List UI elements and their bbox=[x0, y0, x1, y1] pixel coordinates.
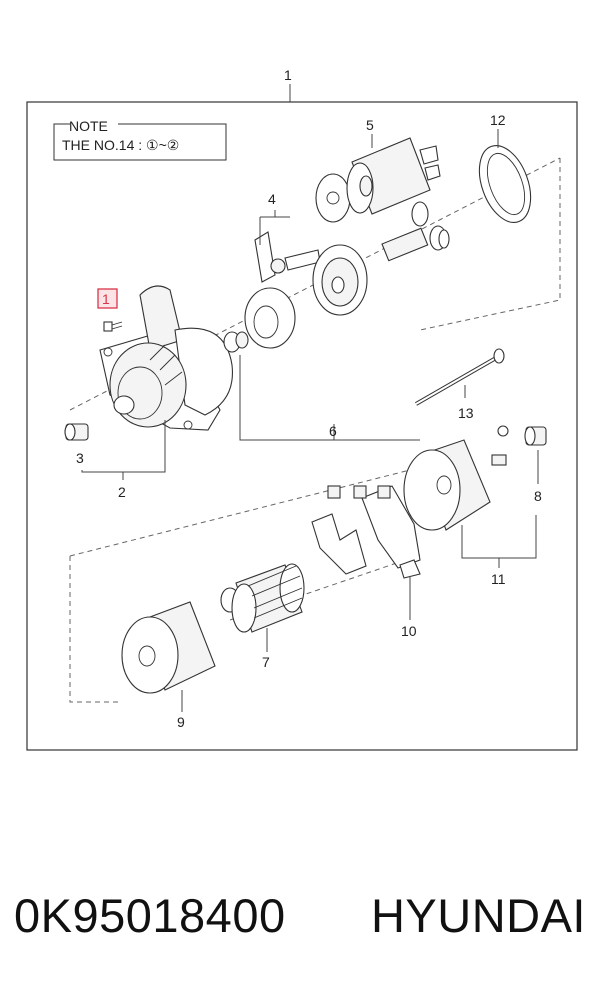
armature-part bbox=[220, 563, 305, 633]
callout-9: 9 bbox=[177, 714, 185, 730]
highlight-marker-box bbox=[97, 288, 118, 309]
caption-bar: 0K95018400 HYUNDAI bbox=[0, 870, 600, 960]
note-box: NOTE THE NO.14 : ①~② bbox=[53, 118, 227, 161]
note-text: THE NO.14 : ①~② bbox=[62, 137, 179, 153]
solenoid-part bbox=[315, 137, 441, 223]
rear-cover-part bbox=[403, 425, 509, 531]
assembly-frame bbox=[26, 101, 578, 751]
axis-guide-lower bbox=[69, 469, 411, 703]
axis-guide-return bbox=[419, 158, 561, 331]
callout-8: 8 bbox=[534, 488, 542, 504]
cap-part bbox=[524, 426, 547, 446]
callout-12: 12 bbox=[490, 112, 506, 128]
callout-1: 1 bbox=[284, 67, 292, 83]
shift-lever-part bbox=[254, 231, 321, 283]
note-heading: NOTE bbox=[69, 118, 108, 134]
gear-set-part bbox=[223, 201, 450, 353]
ring-part bbox=[478, 145, 532, 223]
callout-10: 10 bbox=[401, 623, 417, 639]
drive-housing-part bbox=[99, 285, 234, 431]
callout-13: 13 bbox=[458, 405, 474, 421]
callout-4: 4 bbox=[268, 191, 276, 207]
brand-name: HYUNDAI bbox=[370, 888, 586, 942]
callout-6: 6 bbox=[329, 423, 337, 439]
callout-3: 3 bbox=[76, 450, 84, 466]
brush-holder-part bbox=[311, 485, 421, 579]
screw-part bbox=[103, 321, 123, 332]
through-bolt-part bbox=[415, 348, 505, 406]
bush-part bbox=[64, 423, 89, 441]
callout-11: 11 bbox=[491, 571, 506, 587]
yoke-part bbox=[121, 601, 216, 694]
callout-2: 2 bbox=[118, 484, 126, 500]
exploded-parts-diagram: 1 NOTE THE NO.14 : ①~② 1 3 2 bbox=[26, 67, 578, 751]
callout-7: 7 bbox=[262, 654, 270, 670]
part-number: 0K95018400 bbox=[14, 888, 286, 942]
callout-5: 5 bbox=[366, 117, 374, 133]
highlight-marker: 1 bbox=[102, 291, 110, 307]
